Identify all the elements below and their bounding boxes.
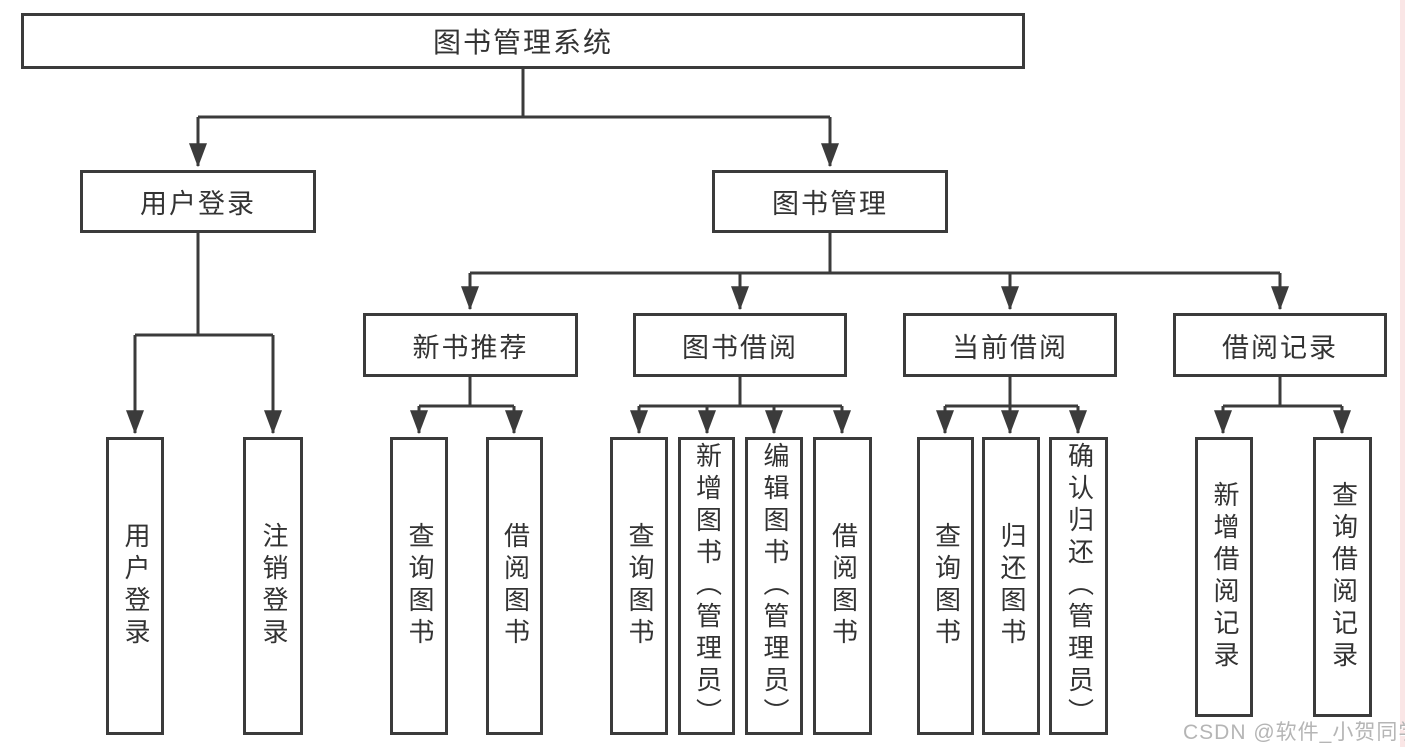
node-br-query-record: 查询借阅记录 — [1313, 437, 1372, 717]
node-bb-edit-books-label: 编辑图书（管理员） — [759, 442, 790, 730]
node-cb-query-books-label: 查询图书 — [931, 522, 962, 650]
node-bb-borrow-books-label: 借阅图书 — [828, 522, 859, 650]
node-logout: 注销登录 — [243, 437, 303, 735]
node-nbr-query-books-label: 查询图书 — [404, 522, 435, 650]
node-new-book-recommend: 新书推荐 — [363, 313, 578, 377]
node-user-login-label: 用户登录 — [140, 189, 256, 219]
node-cb-query-books: 查询图书 — [917, 437, 974, 735]
node-bb-add-books-label: 新增图书（管理员） — [692, 442, 723, 730]
node-br-query-record-label: 查询借阅记录 — [1328, 481, 1359, 673]
node-bb-borrow-books: 借阅图书 — [813, 437, 872, 735]
node-book-borrowing: 图书借阅 — [633, 313, 847, 377]
csdn-watermark: CSDN @软件_小贺同学 — [1183, 721, 1405, 744]
page-edge-tint — [1400, 0, 1405, 747]
node-cb-return-books-label: 归还图书 — [996, 522, 1027, 650]
node-book-management: 图书管理 — [712, 170, 948, 233]
node-cb-confirm-return: 确认归还（管理员） — [1049, 437, 1108, 735]
node-borrow-records: 借阅记录 — [1173, 313, 1387, 377]
node-book-management-label: 图书管理 — [772, 189, 888, 219]
node-nbr-borrow-books: 借阅图书 — [486, 437, 543, 735]
node-nbr-borrow-books-label: 借阅图书 — [500, 522, 531, 650]
node-cb-confirm-return-label: 确认归还（管理员） — [1064, 442, 1095, 730]
node-book-borrowing-label: 图书借阅 — [682, 332, 798, 363]
node-nbr-query-books: 查询图书 — [390, 437, 448, 735]
node-logout-label: 注销登录 — [258, 522, 289, 650]
node-user-login: 用户登录 — [80, 170, 316, 233]
node-bb-query-books: 查询图书 — [610, 437, 668, 735]
node-bb-edit-books: 编辑图书（管理员） — [745, 437, 803, 735]
node-current-borrowing-label: 当前借阅 — [952, 332, 1068, 363]
node-user-login-leaf-label: 用户登录 — [120, 522, 151, 650]
node-br-add-record: 新增借阅记录 — [1195, 437, 1253, 717]
node-cb-return-books: 归还图书 — [982, 437, 1040, 735]
node-library-system-label: 图书管理系统 — [432, 27, 613, 58]
node-bb-query-books-label: 查询图书 — [624, 522, 655, 650]
node-bb-add-books: 新增图书（管理员） — [678, 437, 735, 735]
node-br-add-record-label: 新增借阅记录 — [1209, 481, 1240, 673]
node-user-login-leaf: 用户登录 — [106, 437, 164, 735]
node-library-system: 图书管理系统 — [21, 13, 1025, 69]
node-borrow-records-label: 借阅记录 — [1222, 332, 1338, 363]
node-current-borrowing: 当前借阅 — [903, 313, 1117, 377]
node-new-book-recommend-label: 新书推荐 — [412, 332, 529, 363]
